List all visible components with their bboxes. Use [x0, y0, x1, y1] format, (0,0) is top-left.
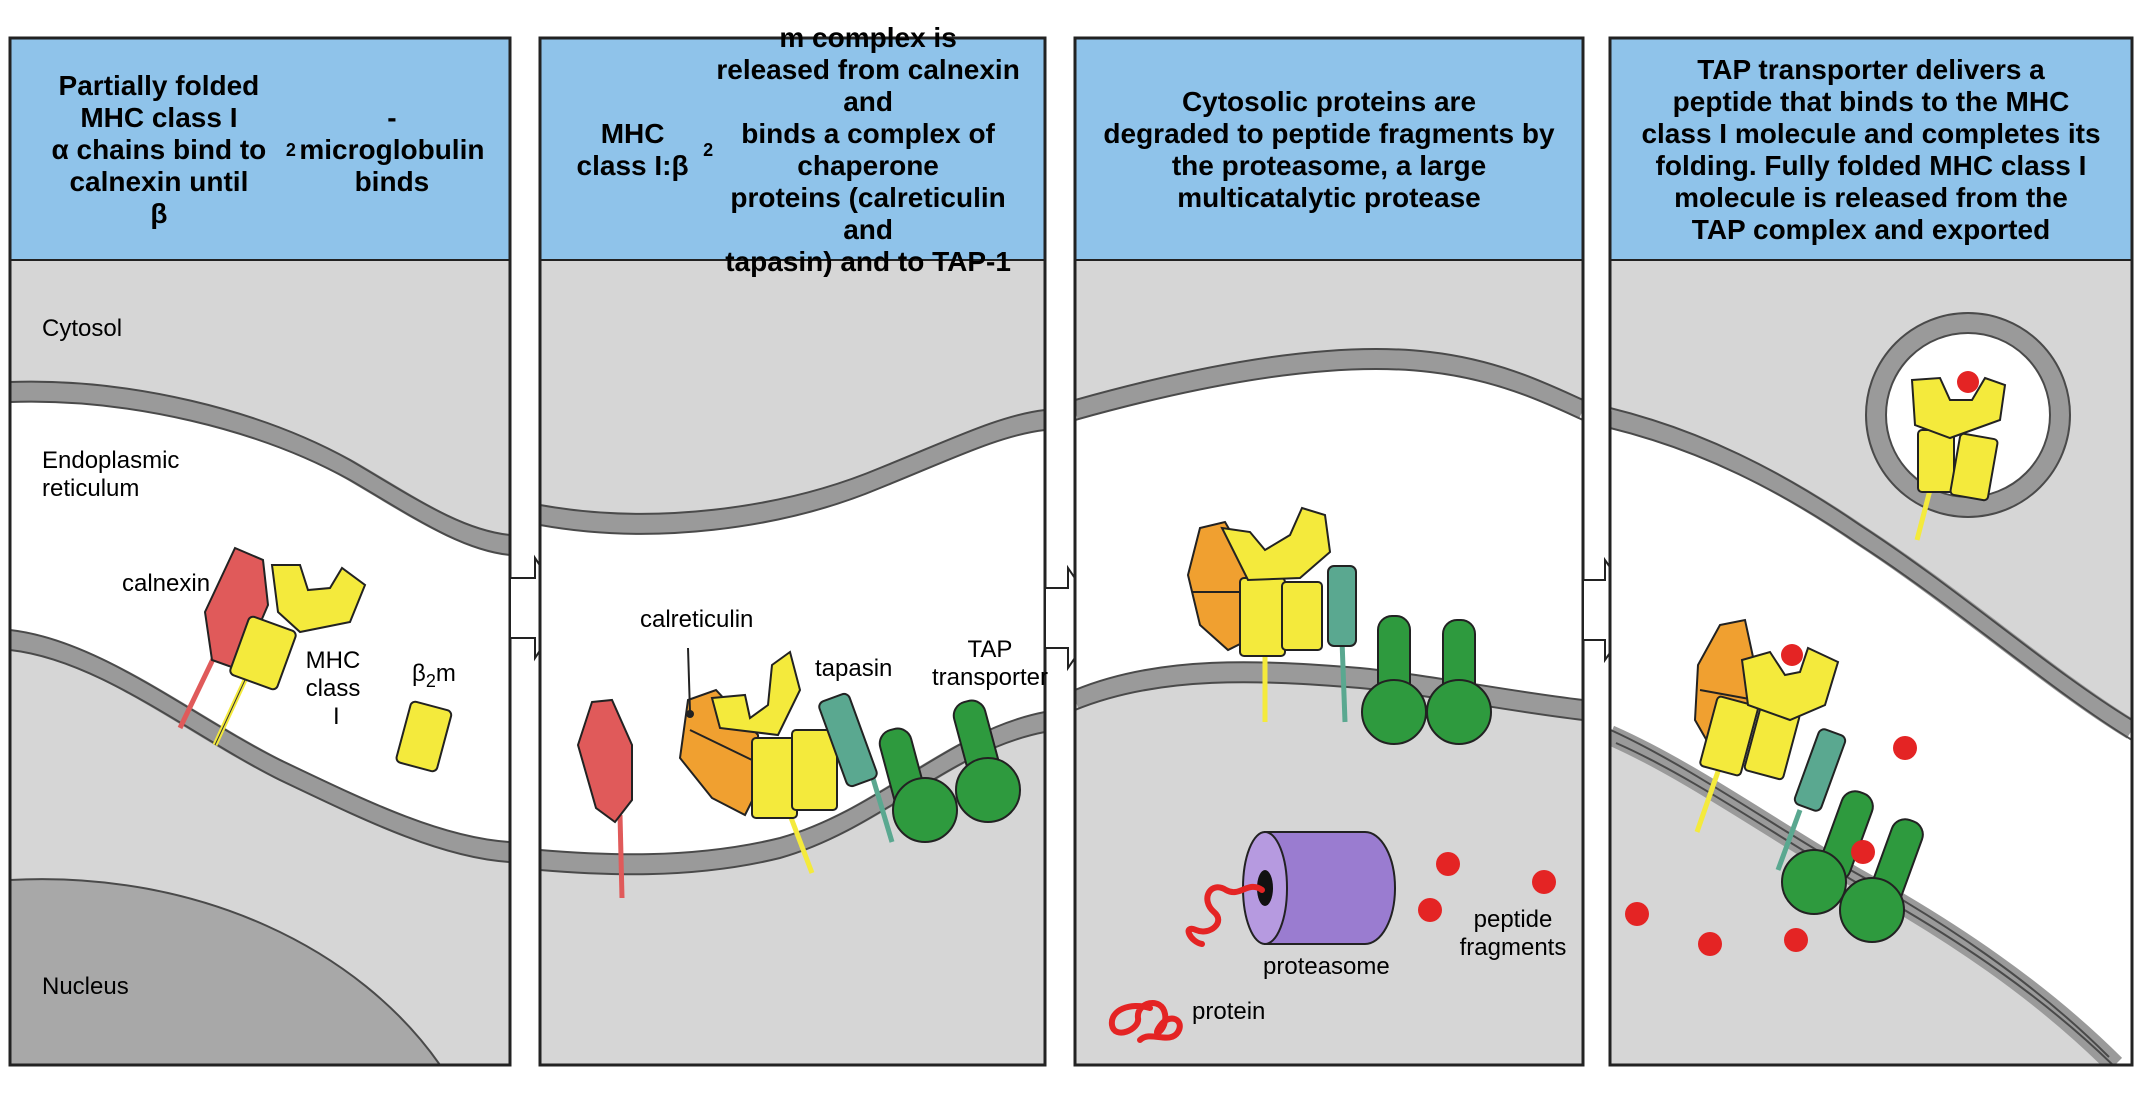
calnexin-molecule-released	[576, 698, 633, 899]
peptide-fragments	[1625, 736, 1917, 956]
b2m-molecule	[395, 700, 453, 773]
panel-4-header	[1610, 38, 2132, 260]
b2m-label: β2m	[412, 660, 456, 691]
transport-vesicle	[1865, 312, 2071, 541]
tapasin-label: tapasin	[815, 655, 893, 682]
panel-3	[1073, 36, 1642, 1067]
proteasome-label: proteasome	[1263, 953, 1390, 980]
er-membrane-upper	[10, 381, 510, 555]
calnexin-label: calnexin	[122, 570, 211, 597]
panel-2-header	[540, 38, 1045, 260]
protein-folded	[1108, 1000, 1183, 1043]
tap-transporter	[878, 699, 1021, 843]
mhc-class-i-molecule	[212, 564, 367, 747]
protein-strand-entering	[1185, 883, 1265, 947]
calreticulin-pointer	[687, 647, 691, 713]
calreticulin-label: calreticulin	[640, 606, 754, 633]
tapasin-molecule	[818, 692, 895, 843]
er-membrane-lower	[10, 630, 510, 862]
mhc-class-i-complex	[710, 650, 838, 874]
mhc-class-i-complex	[1220, 506, 1332, 722]
nucleus	[10, 878, 442, 1065]
panel-1	[8, 36, 570, 1067]
proteasome	[1242, 831, 1396, 945]
protein-label: protein	[1192, 998, 1266, 1025]
tap-transporter	[1361, 615, 1492, 745]
panel-4	[1608, 36, 2134, 1067]
panel-2	[538, 36, 1104, 1067]
panel-3-header	[1075, 38, 1583, 260]
tap-transporter	[1781, 790, 1924, 943]
panel-1-header	[10, 38, 510, 260]
tapasin-molecule	[1775, 728, 1847, 871]
cytosol-label: Cytosol	[42, 315, 123, 342]
tapasin-molecule	[1327, 565, 1357, 723]
mhc-class-i-complex	[1694, 644, 1840, 833]
nucleus-label: Nucleus	[42, 973, 129, 1000]
peptide-fragments	[1418, 852, 1556, 922]
